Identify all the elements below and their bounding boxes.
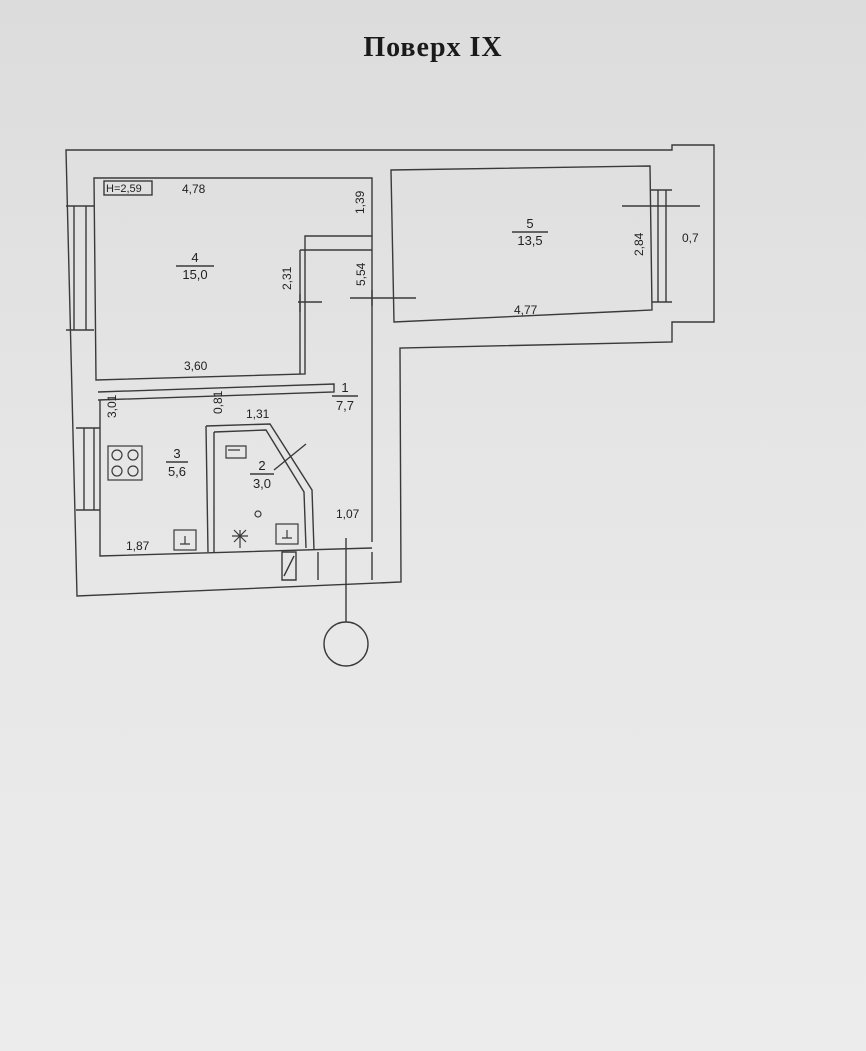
toilet-icon — [225, 445, 247, 459]
outer-wall — [65, 144, 715, 597]
room2-number: 2 — [258, 458, 265, 473]
room1-area: 7,7 — [336, 398, 354, 413]
shower-icon — [232, 529, 248, 548]
dim-balcony: 0,7 — [682, 231, 699, 245]
kitchen-outline — [99, 400, 373, 557]
room5-wall — [390, 165, 653, 323]
room5-area: 13,5 — [517, 233, 542, 248]
room4-number: 4 — [191, 250, 198, 265]
dim-room5-depth: 2,84 — [632, 232, 646, 256]
window-room5 — [650, 189, 672, 303]
room4-area: 15,0 — [182, 267, 207, 282]
entrance-marker — [323, 621, 369, 667]
room2-area: 3,0 — [253, 476, 271, 491]
dimension-labels: H=2,59 4,78 1,39 2,31 3,60 5,54 4,77 2,8… — [105, 182, 699, 553]
door-tick-room4 — [298, 294, 322, 312]
kitchen-sink-icon — [173, 529, 197, 551]
window-kitchen — [76, 427, 100, 511]
stove-icon — [107, 445, 143, 481]
bath-sink-icon — [275, 523, 299, 545]
floor-drain-icon — [254, 510, 262, 518]
bath-sink-tap-icon — [282, 530, 292, 539]
room-labels: 4 15,0 5 13,5 1 7,7 2 3,0 3 5,6 — [168, 216, 543, 491]
dim-room4-side: 2,31 — [280, 266, 294, 290]
dim-kitchen-depth: 3,01 — [105, 394, 119, 418]
entrance-door — [317, 552, 373, 580]
dim-bath-width: 1,31 — [246, 407, 270, 421]
dim-room4-depth: 1,39 — [353, 190, 367, 214]
room5-number: 5 — [526, 216, 533, 231]
room1-number: 1 — [341, 380, 348, 395]
floor-title: Поверх IX — [363, 32, 503, 63]
room3-number: 3 — [173, 446, 180, 461]
kitchen-wall — [97, 383, 335, 401]
room4-inner-wall — [93, 177, 373, 381]
dim-room5-width: 4,77 — [514, 303, 538, 317]
dim-bath-gap: 0,81 — [211, 390, 225, 414]
dim-room1-depth: 5,54 — [354, 262, 368, 286]
height-label-box — [103, 180, 153, 196]
kitchen-sink-tap-icon — [180, 536, 190, 545]
dim-room4-bottom: 3,60 — [184, 359, 208, 373]
stove-burners-icon — [111, 449, 139, 477]
door-tick-room5 — [350, 290, 416, 306]
entrance-box — [281, 551, 297, 581]
room3-area: 5,6 — [168, 464, 186, 479]
window-room4 — [66, 205, 94, 331]
door-tick-bath — [273, 443, 307, 471]
dim-room4-width: 4,78 — [182, 182, 206, 196]
dim-entrance-width: 1,07 — [336, 507, 360, 521]
dim-kitchen-width: 1,87 — [126, 539, 150, 553]
height-label: H=2,59 — [106, 183, 142, 195]
